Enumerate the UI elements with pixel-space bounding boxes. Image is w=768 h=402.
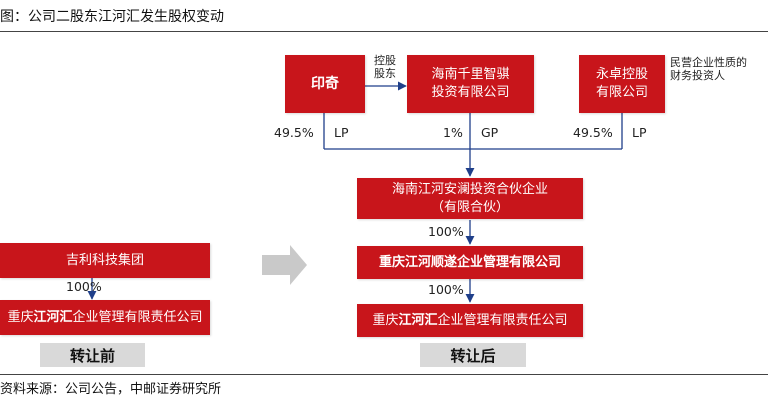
geely-box: 吉利科技集团 [0, 243, 210, 278]
qianli-box: 海南千里智骐 投资有限公司 [407, 55, 534, 113]
before-pct: 100% [66, 279, 102, 294]
before-label: 转让前 [40, 343, 145, 367]
yongzhuo-note: 民营企业性质的财务投资人 [670, 56, 747, 83]
geely-label: 吉利科技集团 [65, 252, 144, 268]
shunsui-pct: 100% [428, 224, 464, 239]
stake-mid-role: GP [481, 125, 499, 140]
stake-left-pct: 49.5% [274, 125, 314, 140]
stake-mid-pct: 1% [443, 125, 463, 140]
stake-right-pct: 49.5% [573, 125, 613, 140]
stake-left-role: LP [334, 125, 349, 140]
figure-caption: 图：公司二股东江河汇发生股权变动 [0, 9, 224, 25]
source-note: 资料来源：公司公告，中邮证券研究所 [0, 382, 222, 397]
yinqi-box: 印奇 [285, 55, 365, 113]
before-jhh-box: 重庆江河汇企业管理有限责任公司 [0, 300, 210, 335]
yongzhuo-box: 永卓控股 有限公司 [579, 55, 665, 113]
hainan-box: 海南江河安澜投资合伙企业 （有限合伙） [357, 178, 583, 219]
jhh-pct: 100% [428, 282, 464, 297]
top-divider [0, 31, 768, 32]
bottom-divider [0, 374, 768, 375]
transfer-arrow [262, 245, 307, 285]
shunsui-box: 重庆江河顺遂企业管理有限公司 [357, 246, 583, 279]
after-label: 转让后 [420, 343, 526, 367]
stake-right-role: LP [632, 125, 647, 140]
control-note: 控股 股东 [374, 54, 396, 81]
after-jhh-box: 重庆江河汇企业管理有限责任公司 [357, 304, 583, 337]
